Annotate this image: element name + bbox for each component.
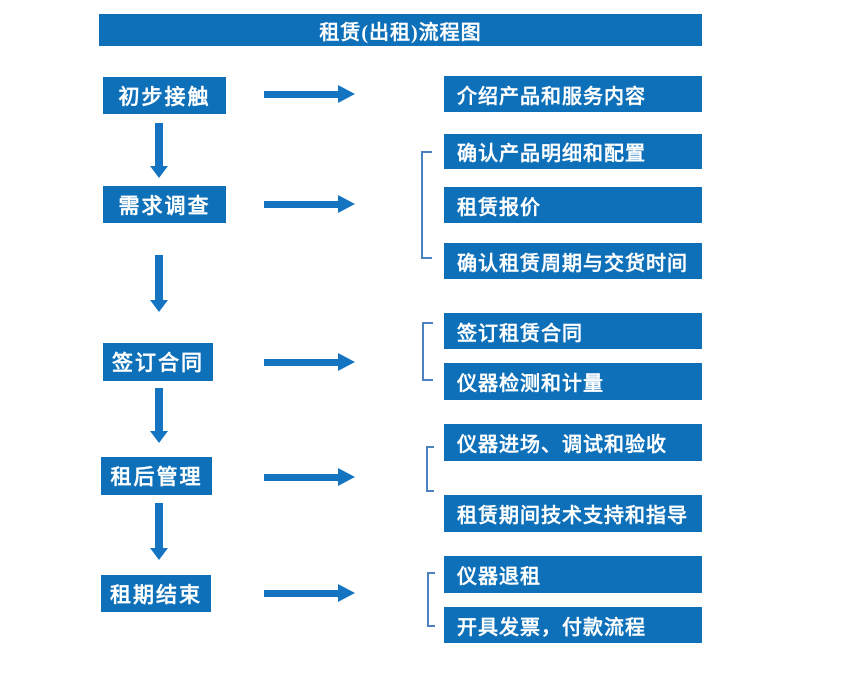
bracket-icon-group-5: [427, 572, 435, 627]
step-box-initial-contact: 初步接触: [103, 77, 226, 114]
output-box-confirm-lease-period-delivery: 确认租赁周期与交货时间: [444, 243, 702, 279]
output-box-sign-rental-contract: 签订租赁合同: [444, 313, 702, 349]
arrow-down-icon-1: [150, 123, 168, 178]
arrow-right-icon-4: [264, 468, 356, 486]
title-bar: 租赁(出租)流程图: [99, 14, 702, 46]
arrow-right-icon-1: [264, 85, 356, 103]
step-box-post-rental-management: 租后管理: [101, 457, 212, 495]
output-box-instrument-testing-metrology: 仪器检测和计量: [444, 363, 702, 400]
arrow-down-icon-4: [150, 503, 168, 560]
arrow-right-icon-3: [264, 353, 356, 371]
output-box-instrument-arrival-acceptance: 仪器进场、调试和验收: [444, 424, 702, 461]
bracket-icon-group-2: [421, 151, 432, 259]
output-box-instrument-return: 仪器退租: [444, 556, 702, 593]
output-box-technical-support: 租赁期间技术支持和指导: [444, 495, 702, 532]
output-box-rental-quote: 租赁报价: [444, 187, 702, 223]
arrow-down-icon-3: [150, 388, 168, 443]
bracket-icon-group-4: [426, 446, 434, 492]
arrow-right-icon-2: [264, 195, 356, 213]
output-box-introduce-products-services: 介绍产品和服务内容: [444, 76, 702, 112]
arrow-right-icon-5: [264, 584, 356, 602]
output-box-invoice-payment: 开具发票，付款流程: [444, 607, 702, 643]
step-box-lease-end: 租期结束: [101, 575, 211, 612]
step-box-demand-survey: 需求调查: [103, 186, 226, 223]
output-box-confirm-product-details: 确认产品明细和配置: [444, 134, 702, 169]
bracket-icon-group-3: [422, 322, 433, 381]
step-box-sign-contract: 签订合同: [103, 343, 213, 381]
page-title: 租赁(出租)流程图: [319, 21, 482, 44]
arrow-down-icon-2: [150, 255, 168, 312]
